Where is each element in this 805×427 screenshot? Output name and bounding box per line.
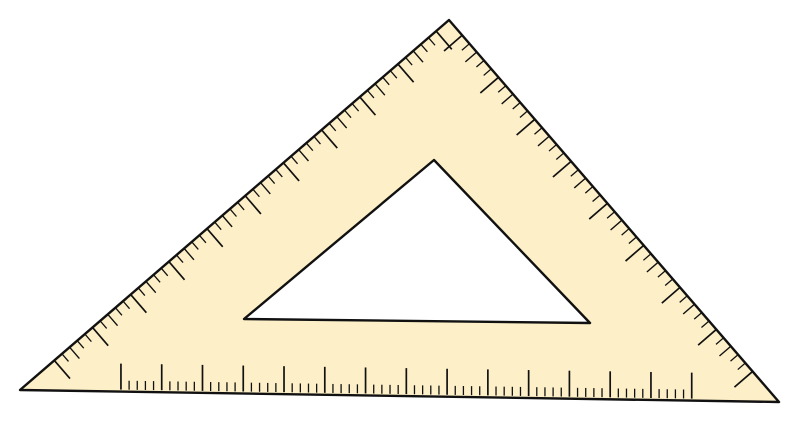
right-scale-tick-7	[501, 93, 514, 105]
left-scale-tick-1	[61, 353, 69, 362]
left-scale-tick-6	[99, 320, 108, 329]
right-scale-tick-14	[555, 152, 565, 160]
left-scale-tick-32	[298, 149, 310, 162]
right-scale-tick-1	[461, 43, 470, 51]
left-scale-tick-26	[252, 188, 260, 198]
left-scale-tick-19	[198, 234, 207, 244]
right-scale-tick-37	[719, 345, 732, 357]
right-scale-tick-23	[621, 228, 630, 236]
right-scale-tick-34	[701, 320, 710, 329]
left-scale-tick-16	[176, 254, 184, 264]
left-scale-tick-46	[405, 57, 413, 66]
right-scale-tick-27	[646, 261, 659, 273]
left-scale-tick-23	[229, 208, 237, 217]
left-scale-tick-38	[344, 109, 352, 119]
left-scale-tick-2	[69, 346, 80, 360]
left-scale-tick-11	[137, 287, 146, 296]
right-scale-tick-0	[443, 34, 463, 52]
left-scale-tick-37	[336, 116, 348, 129]
left-scale-tick-44	[389, 70, 398, 79]
right-scale-tick-3	[475, 59, 485, 68]
right-scale-tick-12	[537, 135, 550, 147]
left-scale-tick-42	[374, 83, 386, 96]
left-scale-tick-49	[427, 37, 436, 46]
left-scale-tick-39	[351, 103, 360, 112]
left-scale-tick-33	[305, 142, 314, 152]
right-scale-tick-28	[657, 270, 666, 278]
left-scale-tick-14	[160, 267, 169, 277]
left-scale-tick-8	[114, 307, 123, 316]
left-scale-tick-34	[313, 136, 321, 145]
left-scale-tick-41	[366, 89, 375, 99]
right-scale-tick-16	[570, 169, 579, 177]
right-scale-tick-31	[679, 295, 688, 303]
right-scale-tick-35	[697, 328, 717, 346]
right-scale-tick-39	[737, 362, 746, 371]
bottom-edge-scale	[120, 363, 693, 399]
left-scale-tick-27	[259, 182, 271, 195]
left-scale-tick-18	[191, 241, 199, 250]
left-scale-tick-45	[397, 63, 415, 83]
right-scale-tick-9	[519, 110, 528, 118]
set-square-body	[18, 18, 781, 404]
left-scale-tick-7	[107, 313, 119, 327]
left-scale-tick-13	[153, 274, 161, 283]
right-scale-tick-30	[661, 286, 681, 304]
left-scale-tick-9	[122, 300, 131, 310]
left-scale-tick-48	[420, 43, 428, 53]
right-scale-tick-10	[516, 118, 536, 136]
right-scale-tick-40	[733, 370, 754, 388]
right-scale-tick-22	[610, 219, 623, 231]
right-scale-tick-21	[606, 211, 616, 219]
right-scale-tick-36	[715, 337, 724, 345]
left-scale-tick-21	[214, 221, 222, 231]
left-scale-tick-28	[267, 175, 276, 184]
left-scale-tick-3	[76, 340, 85, 349]
left-scale-tick-30	[282, 162, 300, 182]
left-scale-tick-40	[359, 96, 377, 116]
left-scale-tick-31	[290, 155, 299, 165]
left-scale-tick-36	[328, 122, 337, 132]
left-scale-tick-24	[237, 201, 245, 211]
left-scale-tick-5	[91, 326, 109, 347]
left-scale-tick-4	[84, 333, 92, 343]
right-scale-tick-11	[534, 127, 543, 135]
right-scale-tick-26	[642, 253, 652, 261]
left-edge-scale	[53, 30, 453, 380]
left-scale-tick-20	[206, 228, 224, 248]
right-scale-tick-18	[584, 186, 594, 194]
left-scale-tick-0	[53, 359, 71, 380]
right-scale-tick-33	[693, 312, 703, 320]
right-scale-tick-17	[573, 177, 587, 189]
right-scale-tick-29	[664, 278, 674, 287]
right-scale-tick-24	[628, 236, 637, 245]
left-scale-tick-29	[275, 168, 283, 178]
right-scale-tick-2	[464, 51, 478, 63]
left-scale-tick-12	[145, 280, 157, 294]
right-scale-tick-8	[512, 102, 521, 110]
right-scale-tick-4	[483, 68, 492, 76]
right-scale-tick-32	[682, 303, 695, 315]
left-scale-tick-25	[244, 195, 262, 215]
right-scale-tick-6	[497, 85, 507, 93]
right-edge-scale	[443, 34, 754, 388]
right-scale-tick-19	[592, 194, 601, 202]
left-scale-tick-47	[412, 50, 424, 63]
right-scale-tick-15	[552, 160, 572, 178]
left-scale-tick-10	[130, 293, 148, 314]
right-scale-tick-25	[624, 244, 645, 262]
left-scale-tick-15	[168, 261, 186, 281]
right-scale-tick-5	[479, 76, 500, 94]
right-scale-tick-38	[730, 354, 739, 362]
right-scale-tick-20	[588, 202, 608, 220]
left-scale-tick-17	[183, 247, 195, 261]
left-scale-tick-22	[221, 215, 233, 228]
left-scale-tick-43	[382, 76, 390, 86]
right-scale-tick-13	[548, 144, 558, 152]
left-scale-tick-35	[320, 129, 338, 149]
